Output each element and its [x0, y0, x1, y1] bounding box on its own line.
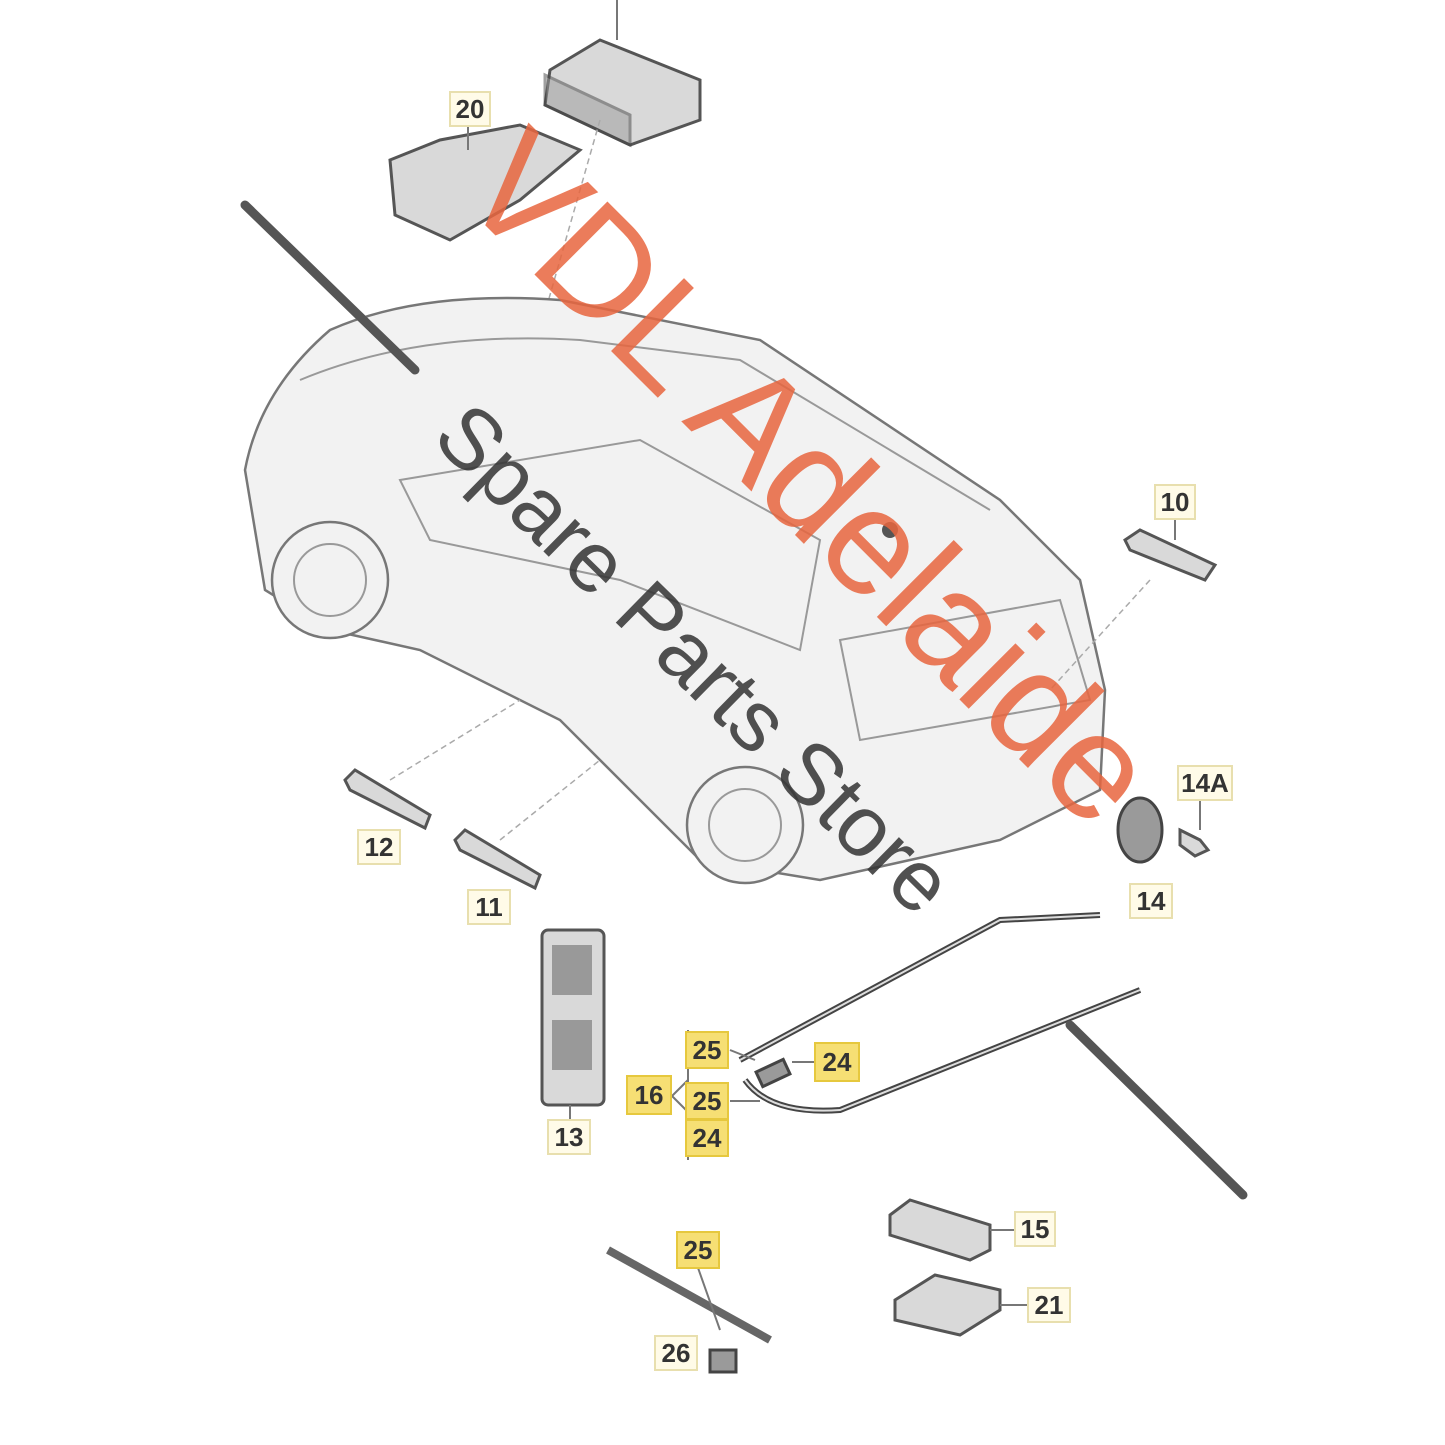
svg-text:21: 21	[1035, 1290, 1064, 1320]
svg-text:25: 25	[693, 1035, 722, 1065]
svg-text:12: 12	[365, 832, 394, 862]
callout-13[interactable]: 13	[547, 1119, 591, 1155]
callout-20[interactable]: 20	[449, 91, 491, 127]
bracket-part-20	[388, 123, 583, 242]
callout-24[interactable]: 24	[685, 1119, 729, 1157]
svg-text:11: 11	[475, 892, 503, 922]
svg-text:24: 24	[693, 1123, 722, 1153]
antenna-cable-part	[671, 912, 1142, 1160]
svg-text:10: 10	[1161, 487, 1190, 517]
svg-text:15: 15	[1021, 1214, 1050, 1244]
module-part-15	[888, 1198, 1015, 1262]
vehicle-illustration	[243, 296, 1107, 885]
callout-16[interactable]: 16	[626, 1075, 672, 1115]
callout-10[interactable]: 10	[1154, 484, 1196, 520]
callout-14[interactable]: 14	[1129, 883, 1173, 919]
svg-text:16: 16	[635, 1080, 664, 1110]
svg-text:14: 14	[1137, 886, 1166, 916]
svg-text:25: 25	[684, 1235, 713, 1265]
callout-14a[interactable]: 14A	[1177, 765, 1233, 801]
callout-24[interactable]: 24	[814, 1042, 860, 1082]
callout-26[interactable]: 26	[654, 1335, 698, 1371]
roof-module-part	[519, 0, 702, 401]
svg-text:26: 26	[662, 1338, 691, 1368]
callout-11[interactable]: 11	[467, 889, 511, 925]
sensor-part-12	[343, 699, 521, 831]
svg-text:14A: 14A	[1181, 768, 1229, 798]
decorative-bar	[240, 200, 420, 375]
svg-text:13: 13	[555, 1122, 584, 1152]
bracket-part-21	[893, 1273, 1030, 1337]
callout-15[interactable]: 15	[1014, 1211, 1056, 1247]
sensor-part-11	[453, 759, 601, 891]
cable-tie-part-25	[606, 1246, 772, 1374]
decorative-bar	[1065, 1020, 1248, 1200]
svg-text:24: 24	[823, 1047, 852, 1077]
svg-text:25: 25	[693, 1086, 722, 1116]
sensor-part-10	[1049, 518, 1218, 691]
callout-21[interactable]: 21	[1027, 1287, 1071, 1323]
callout-25[interactable]: 25	[685, 1031, 729, 1069]
callout-25[interactable]: 25	[676, 1231, 720, 1269]
horn-part-14	[1116, 796, 1211, 864]
svg-text:20: 20	[456, 94, 485, 124]
control-unit-part-13	[540, 928, 606, 1120]
callout-12[interactable]: 12	[357, 829, 401, 865]
callout-25[interactable]: 25	[685, 1082, 729, 1120]
